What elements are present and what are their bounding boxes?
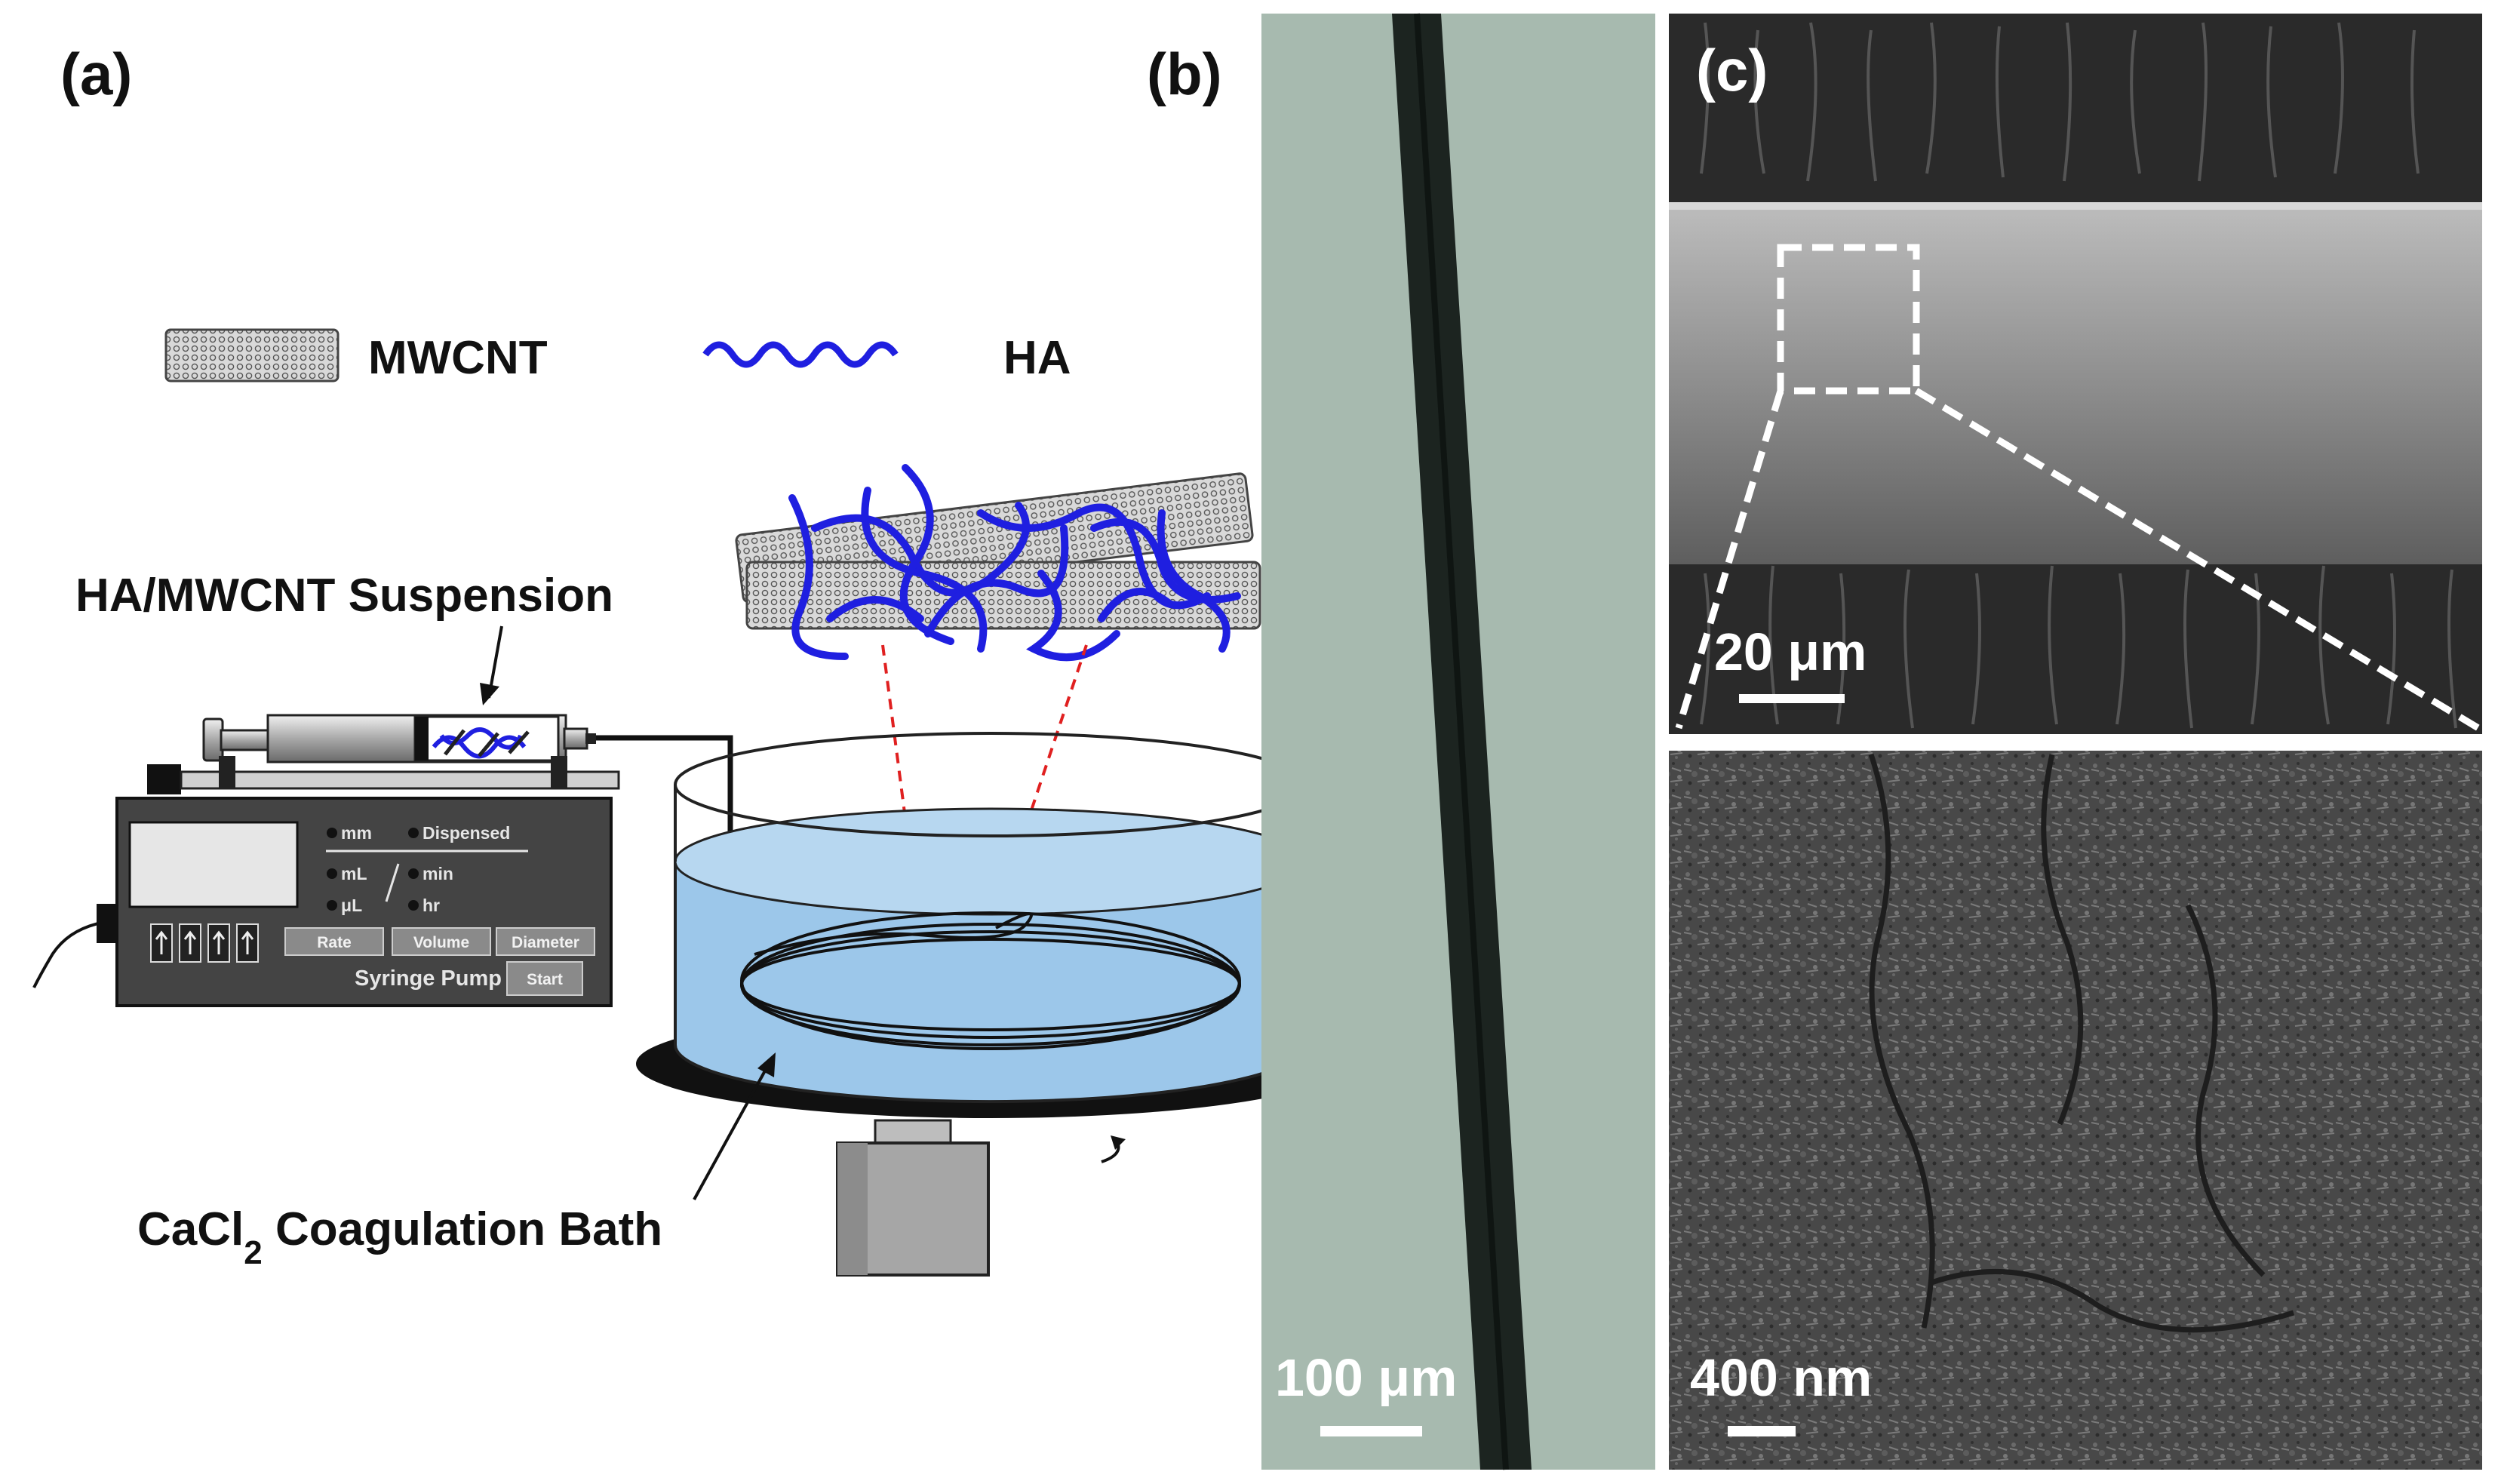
syringe-cnt-fragments [444, 729, 530, 757]
indicator-dispensed: Dispensed [422, 823, 510, 843]
ha-legend-label: HA [1003, 332, 1071, 384]
motor-shaft [874, 1119, 952, 1144]
indicator-ul: μL [341, 896, 362, 915]
indicator-hr: hr [422, 896, 440, 915]
syringe-pump: mm Dispensed mL min μL hr [32, 797, 613, 1007]
pump-cable-plug [97, 904, 118, 943]
volume-button-label: Volume [413, 934, 469, 951]
suspension-arrow [480, 625, 503, 705]
legend: MWCNT HA [164, 328, 1071, 384]
panel-a-label: (a) [60, 41, 132, 107]
mwcnt-legend-label: MWCNT [368, 332, 548, 384]
scale-bar-b-label: 100 μm [1275, 1348, 1457, 1407]
bath-label: CaCl2 Coagulation Bath [137, 1203, 662, 1271]
water-surface [674, 807, 1307, 916]
indicator-mm: mm [341, 823, 372, 843]
scale-bar-c-top-label: 20 μm [1714, 622, 1867, 681]
indicator-min: min [422, 864, 453, 883]
pump-name-label: Syringe Pump [355, 966, 502, 991]
coiled-fiber [740, 911, 1241, 1050]
panel-b-label: (b) [1147, 41, 1222, 107]
scale-bar-c-bottom [1728, 1426, 1796, 1436]
bath-arrow [693, 1052, 776, 1200]
start-button-label: Start [527, 971, 563, 988]
pump-cable [32, 922, 99, 988]
sem-high-mag [1669, 751, 2482, 1470]
rate-button[interactable] [284, 927, 384, 956]
panel-c-label: (c) [1696, 37, 1768, 103]
mwcnt-legend-icon [164, 328, 340, 383]
pump-arrow-keys [150, 923, 259, 963]
rate-button-label: Rate [317, 934, 352, 951]
ha-chains [788, 464, 1241, 662]
surface-cracks [1868, 753, 2295, 1333]
panel-b: (b) 100 μm [1147, 13, 1655, 1470]
suspension-label: HA/MWCNT Suspension [75, 570, 613, 622]
scale-bar-c-bottom-label: 400 nm [1690, 1348, 1872, 1407]
substrate-texture [1700, 22, 2457, 729]
panel-c: (c) 20 μm 400 nm [1669, 14, 2482, 1470]
composite-fiber-illustration [735, 464, 1261, 662]
sem-fiber [1669, 202, 2482, 564]
pump-indicators: mm Dispensed mL min μL hr [326, 823, 528, 915]
ha-legend-icon [702, 341, 899, 368]
scale-bar-b [1320, 1426, 1422, 1436]
sem-zoom-box [1777, 244, 1920, 395]
coagulation-bath [636, 732, 1345, 1277]
diameter-button-label: Diameter [512, 934, 579, 951]
pump-rail [147, 756, 620, 794]
start-button[interactable] [506, 961, 583, 996]
scale-bar-c-top [1739, 694, 1845, 703]
diameter-button[interactable] [496, 927, 595, 956]
pump-display [128, 821, 299, 908]
pump-function-buttons: Rate Volume Diameter [284, 927, 595, 956]
indicator-ml: mL [341, 864, 367, 883]
panel-a: (a) MWCNT HA [32, 41, 1345, 1277]
volume-button[interactable] [392, 927, 491, 956]
